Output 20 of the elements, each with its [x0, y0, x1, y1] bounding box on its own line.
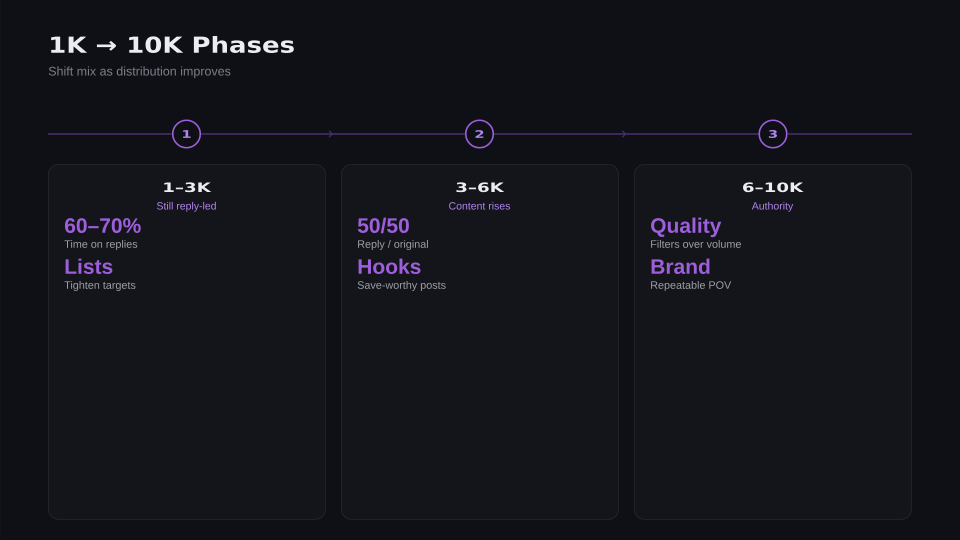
stat-value: 60–70% [64, 218, 141, 233]
phase-range: 1–3K [164, 182, 212, 192]
stat-value: 50/50 [358, 218, 409, 234]
title: 1K → 10K Phases [51, 36, 294, 53]
stat-caption: Time on replies [64, 240, 138, 250]
phase-tagline: Content rises [449, 202, 510, 210]
stat-caption: Reply / original [358, 240, 428, 250]
subtitle: Shift mix as distribution improves [48, 66, 230, 78]
phase-range: 6–10K [743, 182, 804, 192]
phase-tagline: Authority [752, 202, 794, 212]
stat-value: Brand [652, 258, 710, 274]
stat-caption: Filters over volume [651, 240, 741, 248]
stat-value: Lists [66, 258, 112, 274]
phase-range: 3–6K [456, 182, 504, 192]
stat-value: Quality [651, 218, 722, 238]
stat-caption: Tighten targets [64, 280, 136, 292]
stat-value: Hooks [358, 258, 421, 274]
stat-caption: Repeatable POV [651, 280, 732, 292]
phase-tagline: Still reply-led [156, 202, 216, 212]
stat-caption: Save-worthy posts [358, 280, 446, 292]
